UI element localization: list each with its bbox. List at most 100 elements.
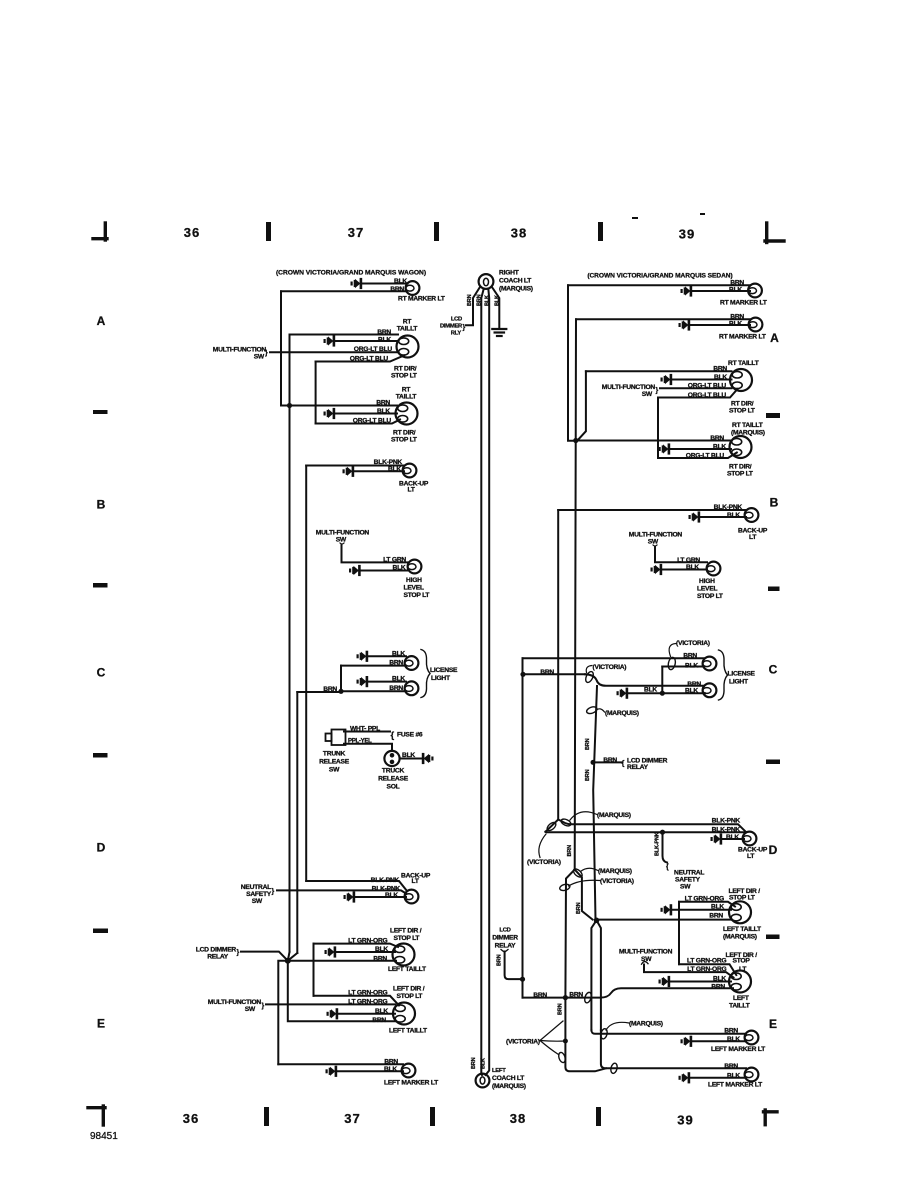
svg-text:LEFT TAILLT: LEFT TAILLT [723, 926, 762, 933]
svg-text:BRN: BRN [687, 681, 701, 688]
svg-text:BRN: BRN [558, 1003, 564, 1015]
svg-text:BLK: BLK [727, 1073, 740, 1080]
svg-text:LEFT DIR /: LEFT DIR / [729, 888, 761, 895]
svg-text:LEFT MARKER LT: LEFT MARKER LT [708, 1082, 763, 1089]
svg-text:LEFT: LEFT [733, 995, 750, 1002]
svg-text:BLK: BLK [388, 466, 401, 473]
svg-text:LT: LT [739, 966, 747, 973]
svg-text:MULTI-FUNCTION: MULTI-FUNCTION [208, 999, 262, 1006]
svg-text:BRN: BRN [377, 329, 391, 336]
svg-text:(MARQUIS): (MARQUIS) [629, 1021, 663, 1028]
svg-text:RT MARKER LT: RT MARKER LT [719, 334, 767, 341]
svg-text:BLK-PNK: BLK-PNK [712, 818, 741, 825]
svg-text:STOP LT: STOP LT [729, 895, 756, 902]
svg-text:LIGHT: LIGHT [729, 679, 749, 686]
svg-text:BLK: BLK [713, 976, 726, 983]
svg-text:LICENSE: LICENSE [728, 671, 756, 678]
svg-text:ORG-LT BLU: ORG-LT BLU [354, 346, 393, 353]
svg-text:LEFT DIR /: LEFT DIR / [393, 986, 425, 993]
svg-text:MULTI-FUNCTION: MULTI-FUNCTION [619, 949, 673, 956]
svg-text:BLK-PNK: BLK-PNK [714, 504, 743, 511]
svg-text:BRN: BRN [683, 653, 697, 660]
svg-text:RLY: RLY [451, 331, 462, 337]
svg-text:38: 38 [510, 1111, 526, 1126]
svg-text:BLK-PNK: BLK-PNK [655, 832, 661, 856]
svg-text:98451: 98451 [90, 1131, 118, 1142]
svg-text:BRN: BRN [730, 280, 744, 287]
svg-text:STOP LT: STOP LT [729, 408, 756, 415]
svg-text:LEFT MARKER LT: LEFT MARKER LT [384, 1080, 439, 1087]
svg-text:BLK: BLK [385, 892, 398, 899]
svg-text:SW: SW [642, 391, 653, 398]
svg-text:LCD: LCD [451, 317, 462, 323]
svg-text:LT GRN: LT GRN [383, 557, 406, 564]
svg-text:BLK: BLK [402, 752, 415, 759]
svg-text:B: B [97, 498, 106, 512]
svg-text:STOP LT: STOP LT [697, 593, 724, 600]
svg-text:STOP LT: STOP LT [404, 592, 431, 599]
svg-text:SW: SW [329, 767, 340, 774]
svg-text:TRUNK: TRUNK [323, 751, 346, 758]
svg-text:COACH LT: COACH LT [492, 1075, 525, 1082]
svg-text:LCD DIMMER: LCD DIMMER [627, 757, 668, 764]
svg-text:BRN: BRN [730, 314, 744, 321]
svg-text:D: D [97, 841, 106, 855]
svg-text:(MARQUIS): (MARQUIS) [597, 812, 631, 819]
svg-text:BRN: BRN [497, 954, 503, 966]
svg-text:LIGHT: LIGHT [431, 675, 451, 682]
svg-text:RELAY: RELAY [207, 954, 229, 961]
svg-text:STOP LT: STOP LT [391, 437, 418, 444]
svg-text:MULTI-FUNCTION: MULTI-FUNCTION [602, 384, 656, 391]
svg-text:E: E [769, 1017, 777, 1031]
svg-text:LT GRN-ORG: LT GRN-ORG [348, 938, 387, 945]
svg-text:SAFETY: SAFETY [675, 877, 701, 884]
svg-text:SW: SW [648, 539, 659, 546]
svg-text:BRN: BRN [713, 366, 727, 373]
svg-text:BRN: BRN [389, 685, 403, 692]
svg-text:38: 38 [511, 226, 527, 241]
svg-text:ORG-LT BLU: ORG-LT BLU [350, 356, 389, 363]
svg-text:BLK: BLK [375, 1008, 388, 1015]
svg-text:RT: RT [402, 387, 412, 394]
svg-text:BRN: BRN [477, 294, 483, 306]
svg-text:LT GRN-ORG: LT GRN-ORG [348, 999, 387, 1006]
svg-text:A: A [97, 314, 106, 328]
svg-text:BRN: BRN [533, 992, 547, 999]
svg-text:FUSE #6: FUSE #6 [397, 732, 423, 739]
svg-text:}: } [262, 1003, 265, 1010]
svg-text:BRN: BRN [709, 913, 723, 920]
svg-text:BLK: BLK [392, 676, 405, 683]
svg-text:WHT- PPL: WHT- PPL [350, 726, 380, 733]
svg-text:STOP LT: STOP LT [727, 471, 754, 478]
svg-text:36: 36 [183, 1111, 199, 1126]
svg-text:(MARQUIS): (MARQUIS) [731, 430, 765, 437]
svg-text:BLK: BLK [394, 278, 407, 285]
svg-text:(MARQUIS): (MARQUIS) [499, 286, 533, 293]
svg-text:{: { [622, 759, 625, 768]
svg-text:(MARQUIS): (MARQUIS) [723, 933, 757, 940]
svg-text:BRN: BRN [389, 660, 403, 667]
svg-text:LT GRN-ORG: LT GRN-ORG [685, 895, 724, 902]
svg-text:BLK-PNK: BLK-PNK [371, 877, 400, 884]
svg-text:(MARQUIS): (MARQUIS) [605, 710, 639, 717]
svg-text:{: { [666, 864, 669, 871]
svg-text:MULTI-FUNCTION: MULTI-FUNCTION [316, 530, 370, 537]
svg-text:(VICTORIA): (VICTORIA) [506, 1039, 540, 1046]
svg-text:BLK: BLK [485, 295, 491, 306]
svg-text:STOP: STOP [733, 957, 751, 964]
svg-text:BRN: BRN [471, 1057, 477, 1069]
svg-text:(VICTORIA): (VICTORIA) [527, 859, 561, 866]
svg-text:}: } [463, 325, 466, 332]
svg-text:BRN: BRN [710, 435, 724, 442]
svg-text:NEUTRAL: NEUTRAL [241, 884, 271, 891]
svg-text:}: } [237, 950, 240, 957]
svg-text:BLK: BLK [392, 651, 405, 658]
svg-text:SW: SW [680, 884, 691, 891]
svg-text:BACK-UP: BACK-UP [738, 528, 768, 535]
svg-text:MULTI-FUNCTION: MULTI-FUNCTION [213, 347, 267, 354]
svg-text:BRN: BRN [384, 1059, 398, 1066]
svg-text:BLK: BLK [685, 688, 698, 695]
svg-text:BRN: BRN [724, 1027, 738, 1034]
svg-text:BLK: BLK [685, 663, 698, 670]
svg-text:TAILLT: TAILLT [396, 394, 418, 401]
